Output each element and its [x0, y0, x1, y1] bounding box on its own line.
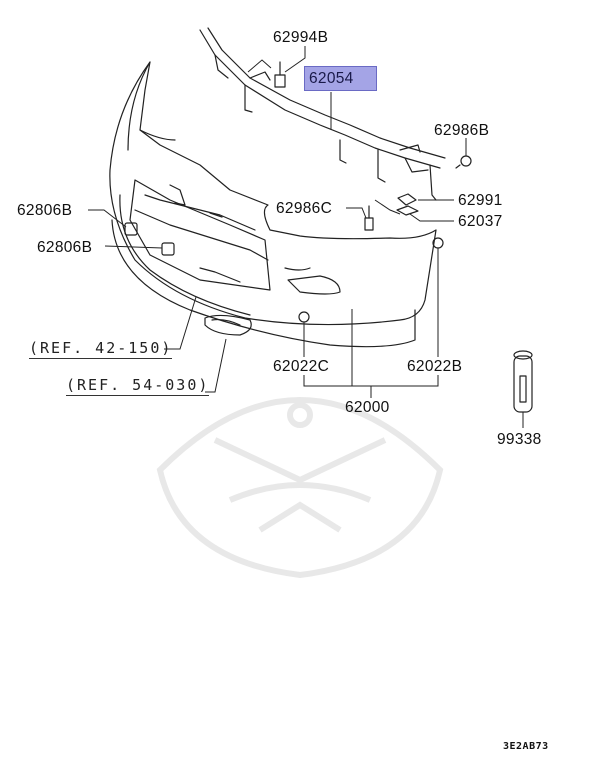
reference-42-150[interactable]: (REF. 42-150) — [29, 339, 173, 359]
bumper-reinforcement-beam — [199, 27, 446, 201]
bumper-cover — [109, 61, 437, 348]
clip-62022C — [298, 311, 310, 323]
pad-62037 — [396, 205, 419, 216]
leader-lines — [88, 46, 524, 428]
fog-lamp-bezel — [204, 314, 252, 336]
part-label-62022B[interactable]: 62022B — [407, 358, 463, 375]
diagram-code: 3E2AB73 — [503, 741, 549, 752]
part-label-62806B-lower[interactable]: 62806B — [37, 239, 93, 256]
part-label-62986B[interactable]: 62986B — [434, 122, 490, 139]
clip-62994B — [274, 61, 286, 88]
clip-62986C — [364, 205, 374, 231]
watermark-logo — [156, 397, 444, 579]
reference-54-030[interactable]: (REF. 54-030) — [66, 376, 210, 396]
part-label-62991[interactable]: 62991 — [458, 192, 503, 209]
part-label-62037[interactable]: 62037 — [458, 213, 503, 230]
clip-62806B-lower — [161, 242, 175, 256]
part-label-99338[interactable]: 99338 — [497, 431, 542, 448]
part-label-62000[interactable]: 62000 — [345, 399, 390, 416]
clip-62986B — [455, 155, 472, 169]
part-label-62994B[interactable]: 62994B — [273, 29, 329, 46]
part-label-62806B-upper[interactable]: 62806B — [17, 202, 73, 219]
part-label-62986C[interactable]: 62986C — [276, 200, 333, 217]
part-label-62054-highlighted[interactable]: 62054 — [304, 66, 377, 91]
clip-62806B-upper — [124, 222, 138, 236]
part-label-62022C[interactable]: 62022C — [273, 358, 330, 375]
nut-62991 — [397, 193, 417, 206]
touch-up-paint-bottle — [513, 350, 533, 413]
